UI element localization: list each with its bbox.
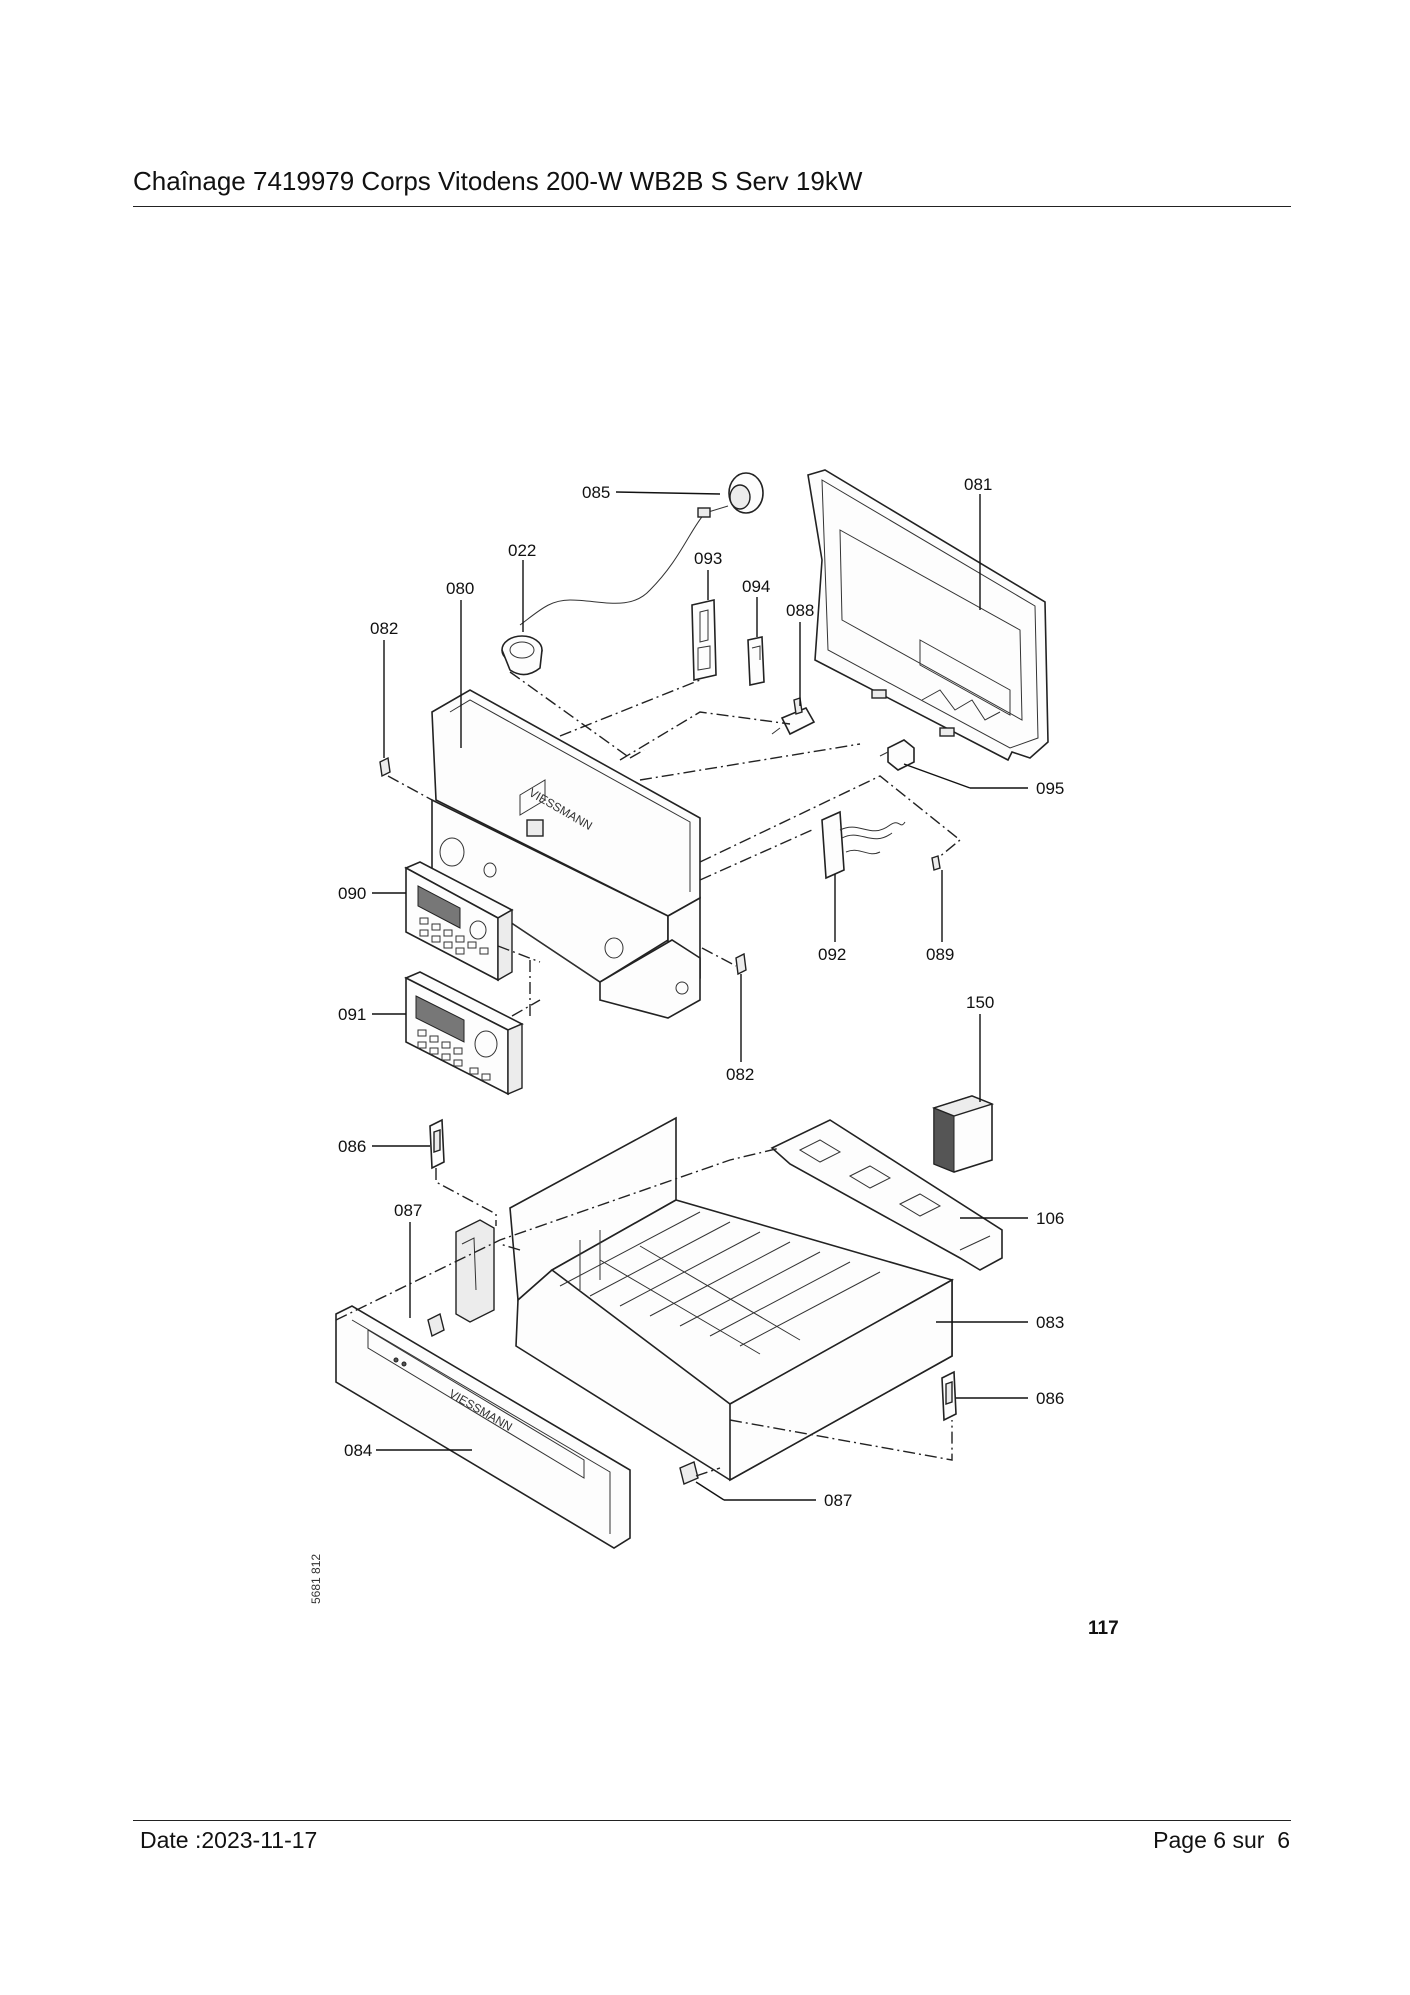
footer-date: Date :2023-11-17 bbox=[140, 1827, 318, 1853]
assembly-lines bbox=[335, 671, 962, 1477]
label-086-lower: 086 bbox=[1036, 1389, 1064, 1408]
label-093: 093 bbox=[694, 549, 722, 568]
label-084: 084 bbox=[344, 1441, 372, 1460]
part-083-base-tray bbox=[455, 1116, 955, 1482]
label-091: 091 bbox=[338, 1005, 366, 1024]
header-divider bbox=[133, 206, 1291, 207]
label-090: 090 bbox=[338, 884, 366, 903]
part-087-clip-lower bbox=[679, 1461, 699, 1485]
part-092-circuit-board bbox=[821, 810, 906, 880]
part-084-front-panel: VIESSMANN bbox=[335, 1305, 631, 1549]
footer-page-number: Page 6 sur 6 bbox=[1153, 1827, 1290, 1854]
part-095-connector bbox=[879, 739, 915, 771]
part-089-screw bbox=[931, 855, 941, 871]
keypad-091 bbox=[417, 1029, 491, 1081]
tray-ribs bbox=[559, 1211, 881, 1355]
part-106-tray bbox=[770, 1119, 1003, 1271]
drawing-reference-number: 5681 812 bbox=[309, 1554, 323, 1604]
part-labels: 085 081 022 093 094 080 088 082 095 090 … bbox=[338, 475, 1064, 1510]
label-095: 095 bbox=[1036, 779, 1064, 798]
page-prefix: Page 6 sur bbox=[1153, 1827, 1265, 1853]
label-087-lower: 087 bbox=[824, 1491, 852, 1510]
footer-divider bbox=[133, 1820, 1291, 1821]
label-081: 081 bbox=[964, 475, 992, 494]
label-085: 085 bbox=[582, 483, 610, 502]
document-title: Chaînage 7419979 Corps Vitodens 200-W WB… bbox=[133, 166, 863, 196]
label-082-upper: 082 bbox=[370, 619, 398, 638]
label-106: 106 bbox=[1036, 1209, 1064, 1228]
label-088: 088 bbox=[786, 601, 814, 620]
label-022: 022 bbox=[508, 541, 536, 560]
label-083: 083 bbox=[1036, 1313, 1064, 1332]
part-091-display-module bbox=[404, 971, 524, 1096]
part-088-connector bbox=[771, 697, 816, 736]
page-total: 6 bbox=[1277, 1827, 1290, 1853]
label-080: 080 bbox=[446, 579, 474, 598]
part-085-sensor bbox=[519, 472, 764, 626]
part-150-box bbox=[931, 1095, 995, 1173]
label-089: 089 bbox=[926, 945, 954, 964]
label-086-upper: 086 bbox=[338, 1137, 366, 1156]
part-080-control-housing: VIESSMANN bbox=[431, 689, 701, 1019]
catalog-page-code: 117 bbox=[1088, 1618, 1119, 1639]
part-087-clip-upper bbox=[427, 1312, 445, 1338]
label-087-upper: 087 bbox=[394, 1201, 422, 1220]
part-094-clip bbox=[747, 636, 765, 686]
part-086-clip-lower bbox=[941, 1370, 957, 1422]
part-090-display-module bbox=[404, 861, 514, 982]
keypad-090 bbox=[419, 917, 489, 955]
part-082-clip-upper bbox=[379, 756, 391, 778]
label-082-lower: 082 bbox=[726, 1065, 754, 1084]
part-093-bracket bbox=[691, 599, 717, 681]
part-086-clip-upper bbox=[429, 1118, 445, 1170]
label-150: 150 bbox=[966, 993, 994, 1012]
part-082-clip-lower bbox=[735, 952, 747, 976]
part-022-cylinder bbox=[501, 635, 543, 676]
part-081-rear-cover bbox=[807, 469, 1049, 762]
label-092: 092 bbox=[818, 945, 846, 964]
label-094: 094 bbox=[742, 577, 770, 596]
leader-lines bbox=[372, 491, 1028, 1501]
